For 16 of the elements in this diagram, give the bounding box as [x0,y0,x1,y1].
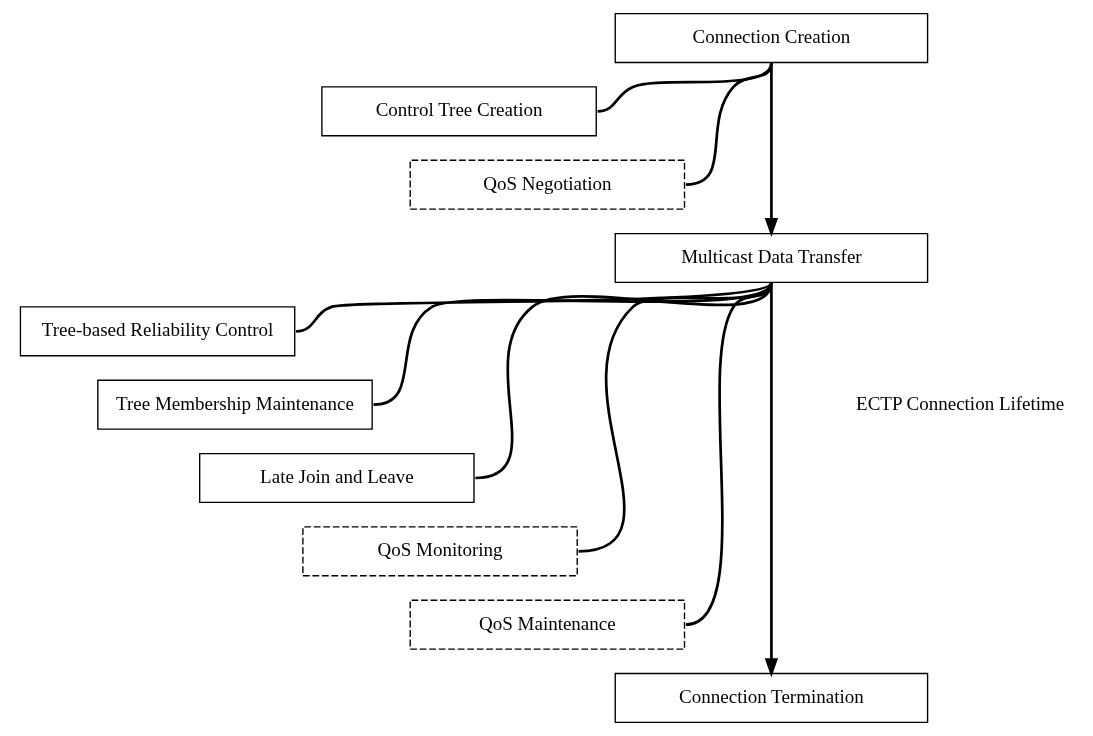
arrow [764,282,778,678]
connector [295,281,772,333]
node-box: Connection Termination [614,672,928,724]
node-box: Connection Creation [614,12,928,64]
node-box: QoS Negotiation [409,159,685,210]
node-box: QoS Maintenance [409,599,685,650]
arrow [764,62,778,238]
node-box: Late Join and Leave [198,452,475,504]
node-box: Tree-based Reliability Control [19,306,295,357]
node-box: Multicast Data Transfer [614,232,928,284]
label: ECTP Connection Lifetime [855,392,1064,414]
node-box: Control Tree Creation [320,86,597,137]
node-box: QoS Monitoring [301,526,578,577]
connector [684,282,773,626]
node-box: Tree Membership Maintenance [96,379,373,430]
connector [685,62,773,187]
